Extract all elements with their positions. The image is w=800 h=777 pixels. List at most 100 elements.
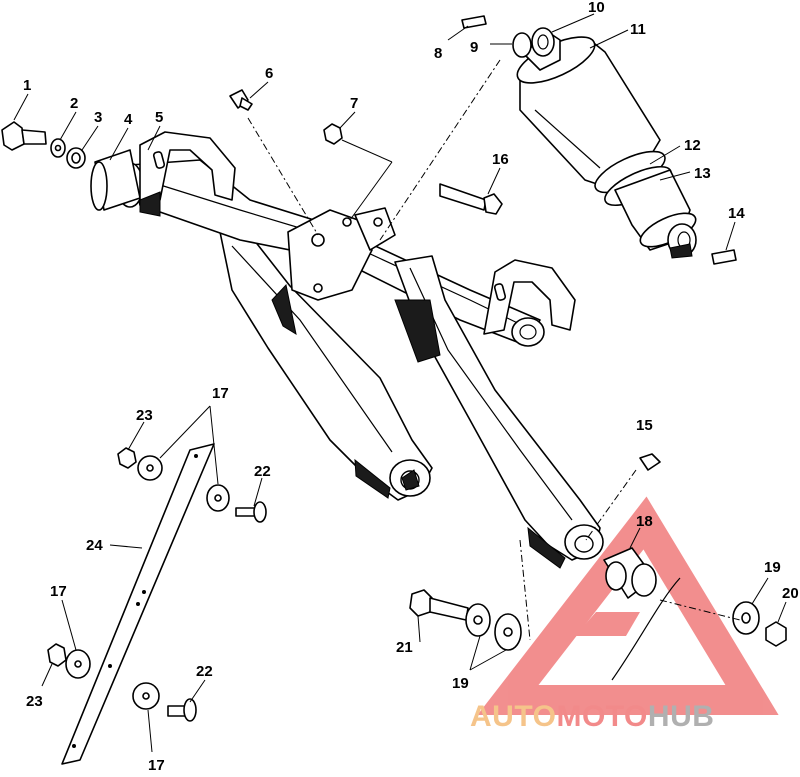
watermark-triangle-inner [575,612,640,636]
shock-body-line [534,109,601,169]
dash-19 [519,539,531,641]
bracket-hole-2 [342,217,352,227]
part-7-nut [323,123,343,145]
cross-tube-right-bore [519,324,537,340]
part-6-grease-fitting [229,89,253,111]
part-5-clamp-left [139,131,236,217]
callout-2: 2 [70,95,78,112]
callout-7: 7 [350,95,358,112]
bolt-16-head [483,193,503,215]
bracket-hole-1 [311,233,325,247]
sleeve-18-end [631,563,657,597]
callout-1: 1 [23,77,31,94]
bolt-22-bottom-head [183,698,197,722]
bracket-plate [287,209,373,301]
callout-labels: 1 2 3 4 5 6 7 8 9 10 11 12 13 14 15 16 1… [23,0,799,774]
bolt-21-head [409,589,433,617]
part-24-strap [61,443,215,765]
part-9-bushing [512,32,532,58]
front-arm-assembly [394,255,604,569]
callout-20: 20 [782,585,799,602]
callout-11: 11 [630,21,646,38]
dash-9 [379,59,501,241]
part-22-bolt-top [235,501,267,523]
part-19-washer-lower-2-hole [503,627,513,637]
part-10-top-eye-hole [537,34,549,50]
callout-19-right: 19 [764,559,781,576]
bracket-hole-3 [313,283,323,293]
part-3-washer-hole [71,152,81,164]
part-17-washer-bottom-left-hole [74,660,82,668]
callout-5: 5 [155,109,163,126]
watermark-triangle [477,496,779,715]
callout-22-top: 22 [254,463,271,480]
dash-curve [611,577,681,681]
callout-18: 18 [636,513,653,530]
dash-15 [585,469,637,541]
strap-24-hole-2 [142,590,146,594]
shock-bottom-shadow [669,243,693,259]
callout-21: 21 [396,639,413,656]
callout-14: 14 [728,205,745,222]
front-arm-shadow [394,299,441,363]
fitting-6-tip [239,97,253,111]
part-19-washer-lower-1-hole [473,615,483,625]
strap-24-hole-4 [108,664,112,668]
strap-24-hole-5 [72,744,76,748]
part-20-nut [765,621,787,647]
part-1-bolt [1,121,47,151]
callout-17-top: 17 [212,385,229,402]
assembly-lines [247,59,741,681]
clamp-right-body [483,259,576,335]
dash-18-20 [659,599,741,621]
rear-arm-assembly [219,221,433,501]
strap-24-hole-1 [194,454,198,458]
shock-absorber [512,27,697,259]
bracket-ear [354,207,396,251]
callout-23-top: 23 [136,407,153,424]
part-2-washer-hole [54,144,62,152]
callout-6: 6 [265,65,273,82]
callout-13: 13 [694,165,711,182]
part-8-pin [461,15,487,29]
callout-10: 10 [588,0,605,16]
rear-arm-edge [231,245,393,453]
strap-24-hole-3 [136,602,140,606]
part-19-washer-right-hole [741,612,751,624]
watermark-hub: HUB [648,700,715,733]
callout-17-bottom: 17 [148,757,165,774]
front-arm-end-shadow [527,526,566,569]
watermark-text: AUTOMOTOHUB [470,700,714,733]
leader-lines [13,13,787,753]
bolt-1-head [1,121,25,151]
bolt-22-top-head [253,501,267,523]
callout-15: 15 [636,417,653,434]
callout-4: 4 [124,111,133,128]
bolt-1-shank [21,129,47,145]
part-17-washer-top-hole [146,464,154,472]
bolt-21-shank [429,597,469,621]
watermark-moto: MOTO [556,700,647,733]
clamp-left-slot [152,151,166,169]
clamp-right-slot [493,283,507,301]
callout-24: 24 [86,537,103,554]
part-15-grease-fitting [639,453,661,471]
part-23-nut-bottom [47,643,67,667]
rear-arm-eye-shade [401,469,420,491]
bolt-22-top-shank [235,507,257,517]
callout-22-bottom: 22 [196,663,213,680]
rear-arm-shadow [271,283,297,336]
part-18-sleeve [603,547,657,599]
callout-3: 3 [94,109,102,126]
watermark-auto: AUTO [470,700,556,733]
bracket-hole-4 [373,217,383,227]
part-21-bolt [409,589,469,621]
callout-9: 9 [470,39,478,56]
callout-17-left: 17 [50,583,67,600]
part-22-bolt-bottom [167,698,197,722]
part-16-bolt [439,183,503,215]
part-23-nut-top [117,447,137,469]
clamp-right [483,259,576,335]
